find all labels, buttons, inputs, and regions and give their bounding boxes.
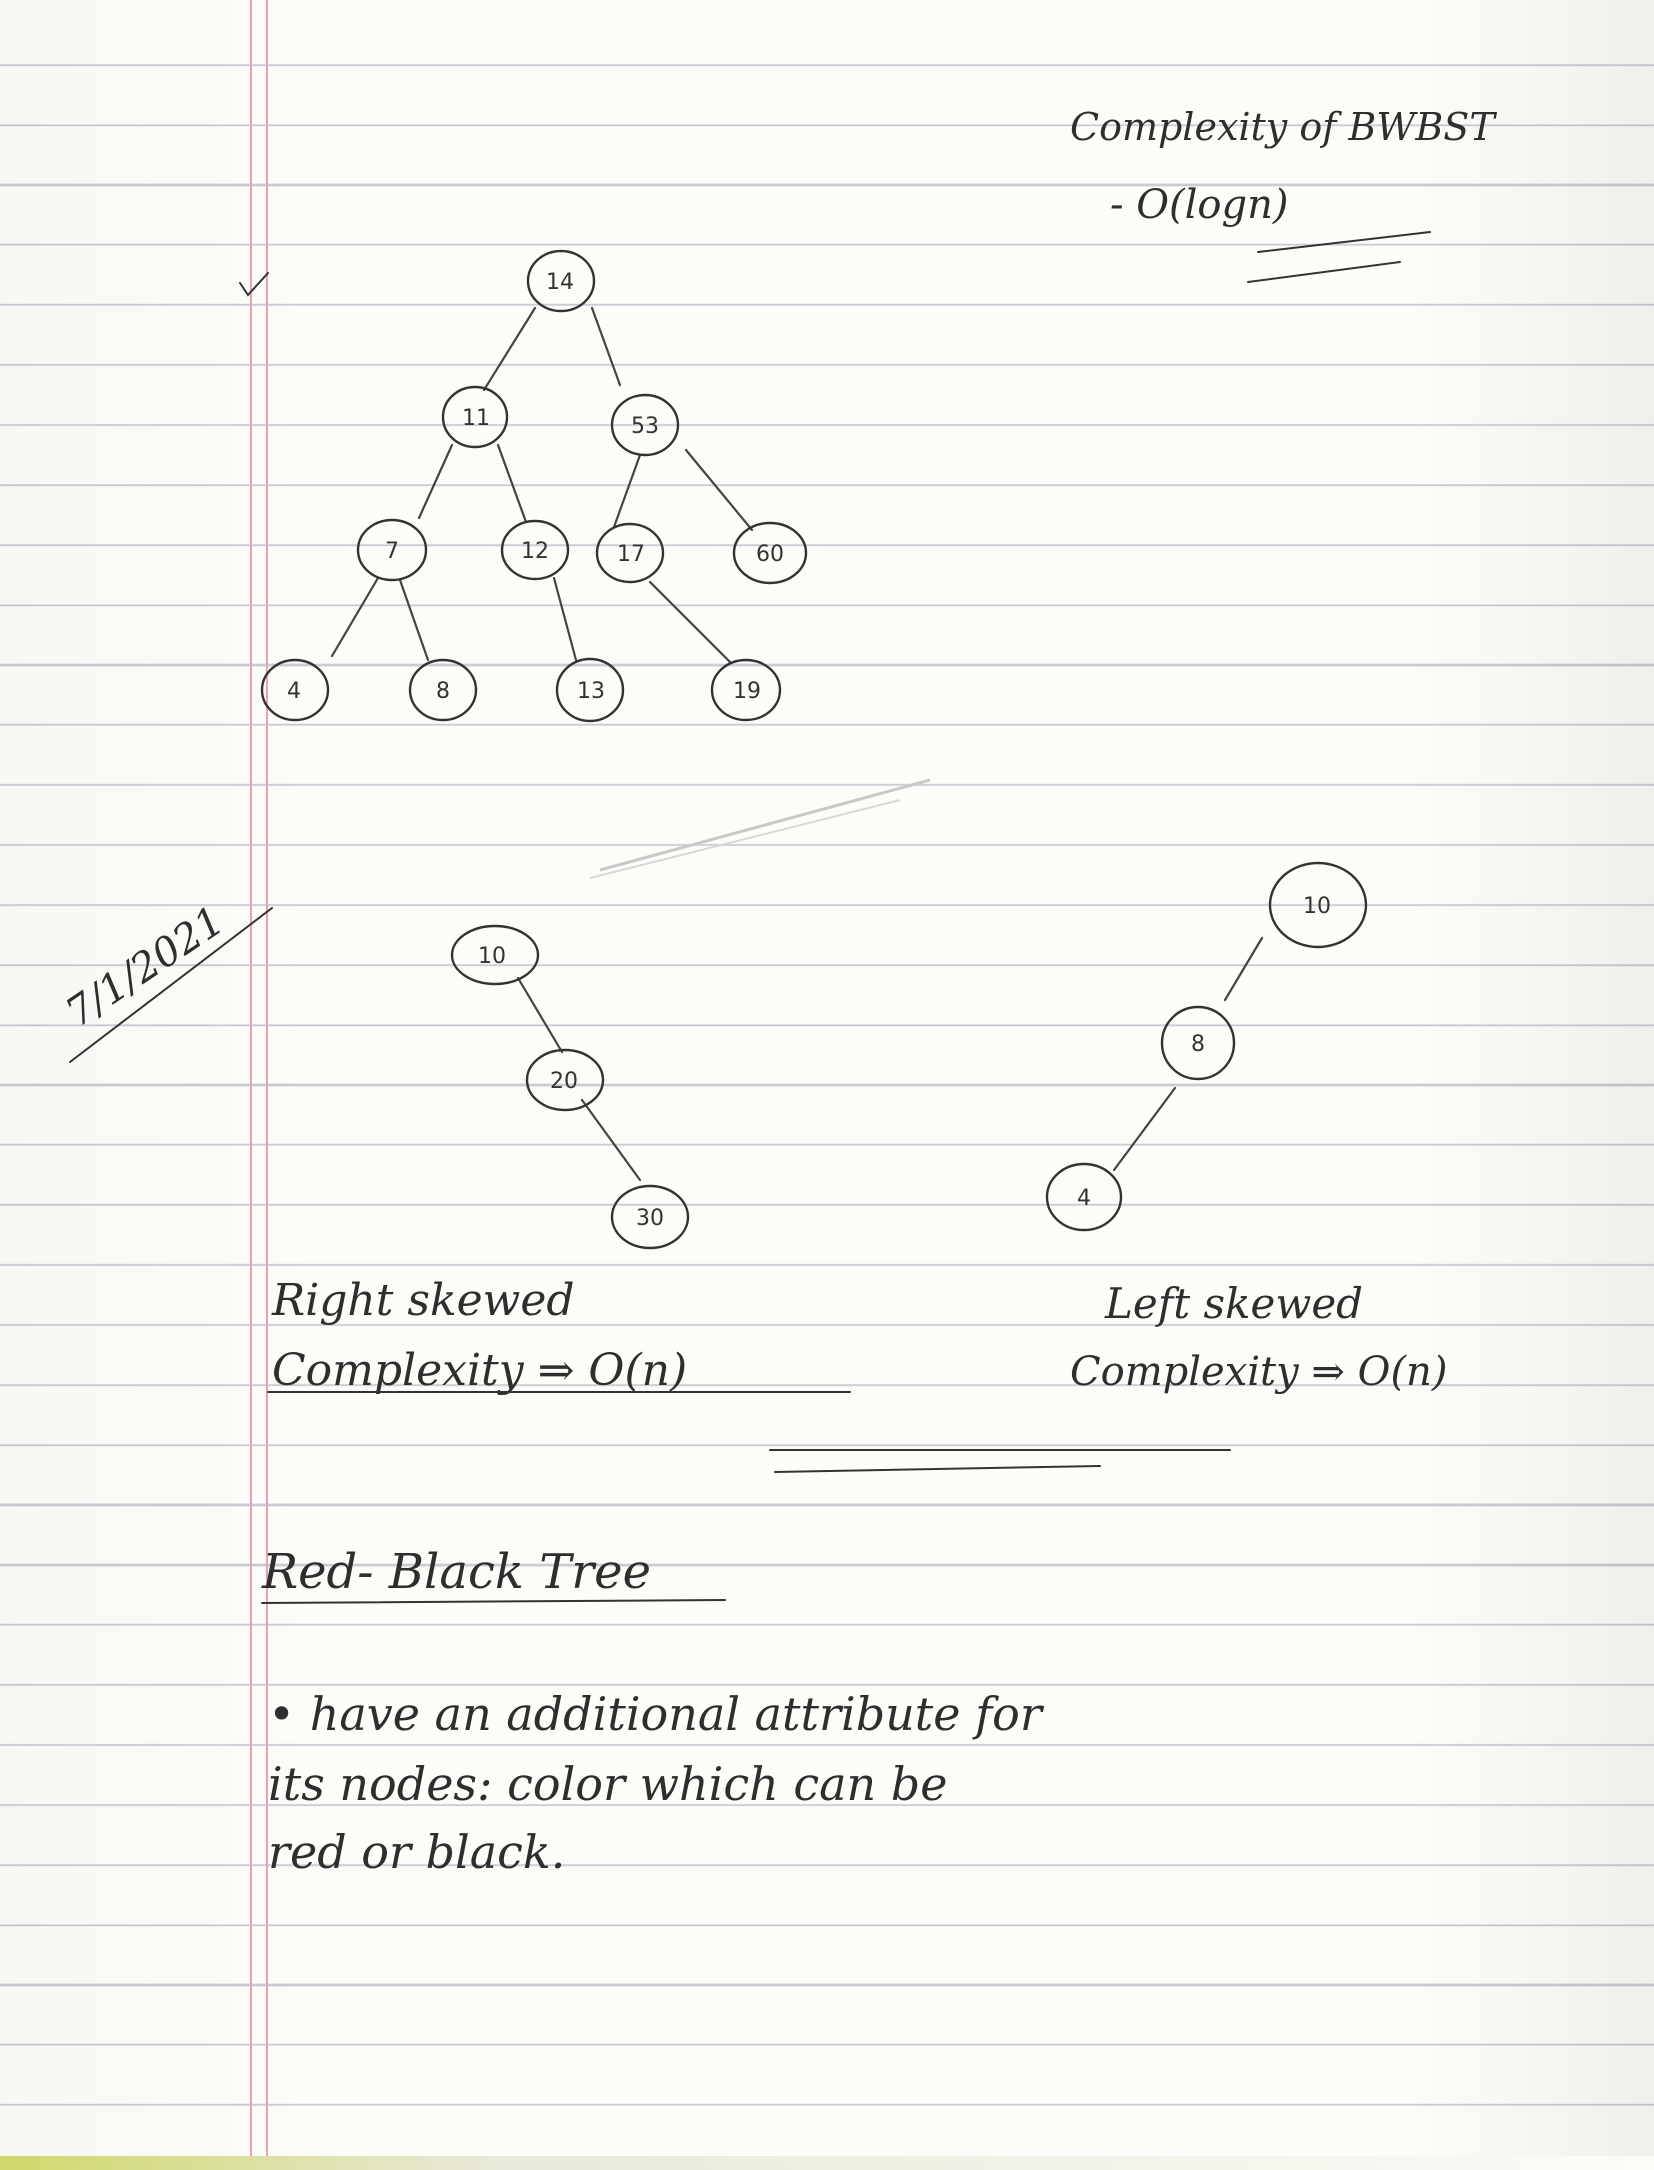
tree-node bbox=[1045, 1162, 1123, 1232]
bst-node bbox=[555, 657, 625, 723]
tree-node bbox=[450, 924, 540, 986]
bullet-line: • have an additional attribute for bbox=[268, 1687, 1045, 1741]
bst-node bbox=[500, 519, 570, 581]
bst-node-label: 11 bbox=[462, 406, 490, 431]
page-edge bbox=[0, 2156, 1654, 2170]
tree-node-label: 30 bbox=[636, 1206, 664, 1231]
bst-node bbox=[732, 521, 808, 585]
bst-node bbox=[260, 658, 330, 722]
bst-node-label: 13 bbox=[577, 679, 605, 704]
separator-line bbox=[774, 1465, 1101, 1473]
tree-node bbox=[610, 1184, 690, 1250]
tick-mark bbox=[239, 272, 269, 297]
margin-line bbox=[266, 0, 268, 2170]
heading-underline bbox=[261, 1599, 726, 1604]
bst-node bbox=[441, 385, 509, 449]
bst-node bbox=[595, 522, 665, 584]
tree-node-label: 20 bbox=[550, 1069, 578, 1094]
pencil-scribble bbox=[589, 799, 901, 879]
tree-node bbox=[1268, 861, 1368, 949]
bst-node-label: 17 bbox=[617, 542, 645, 567]
right-skewed-caption: Right skewed bbox=[271, 1275, 575, 1326]
underline-mark bbox=[1257, 231, 1431, 253]
tree-node bbox=[525, 1048, 605, 1112]
bullet-line: its nodes: color which can be bbox=[268, 1757, 947, 1811]
bst-node-label: 12 bbox=[521, 539, 549, 564]
margin-line bbox=[250, 0, 252, 2170]
bst-node-label: 19 bbox=[733, 679, 761, 704]
bst-tree: 14 11 53 7 12 17 60 4 8 13 19 bbox=[260, 249, 808, 723]
bst-node bbox=[710, 658, 782, 722]
left-skewed-complexity: Complexity ⇒ O(n) bbox=[1070, 1349, 1447, 1395]
tree-node bbox=[1160, 1005, 1236, 1081]
bst-node-label: 8 bbox=[436, 679, 450, 704]
date-underline bbox=[69, 907, 273, 1063]
tree-node-label: 8 bbox=[1191, 1032, 1205, 1057]
right-skewed-complexity: Complexity ⇒ O(n) bbox=[272, 1345, 687, 1396]
left-skewed-tree: 10 8 4 bbox=[1045, 861, 1368, 1232]
bst-node-label: 14 bbox=[546, 270, 574, 295]
bst-node bbox=[526, 249, 596, 313]
tree-node-label: 4 bbox=[1077, 1186, 1091, 1211]
bst-node-label: 60 bbox=[756, 542, 784, 567]
bst-edges bbox=[330, 306, 754, 664]
tree-node-label: 10 bbox=[478, 944, 506, 969]
right-skewed-tree: 10 20 30 bbox=[450, 924, 690, 1250]
bullet-line: red or black. bbox=[268, 1825, 565, 1879]
pencil-scribble bbox=[599, 778, 931, 872]
complexity-note-line2: - O(logn) bbox=[1110, 182, 1288, 228]
left-skewed-caption: Left skewed bbox=[1104, 1279, 1363, 1328]
bst-node-label: 53 bbox=[631, 414, 659, 439]
tree-node-label: 10 bbox=[1303, 894, 1331, 919]
section-heading: Red- Black Tree bbox=[261, 1544, 651, 1600]
bst-node bbox=[408, 658, 478, 722]
complexity-note-line1: Complexity of BWBST bbox=[1070, 105, 1497, 149]
bst-node-label: 4 bbox=[287, 679, 301, 704]
date: 7/1/2021 bbox=[58, 898, 233, 1037]
bst-node-label: 7 bbox=[385, 539, 399, 564]
underline-mark bbox=[1247, 261, 1401, 283]
bst-node bbox=[356, 518, 428, 582]
bst-node bbox=[610, 393, 680, 457]
